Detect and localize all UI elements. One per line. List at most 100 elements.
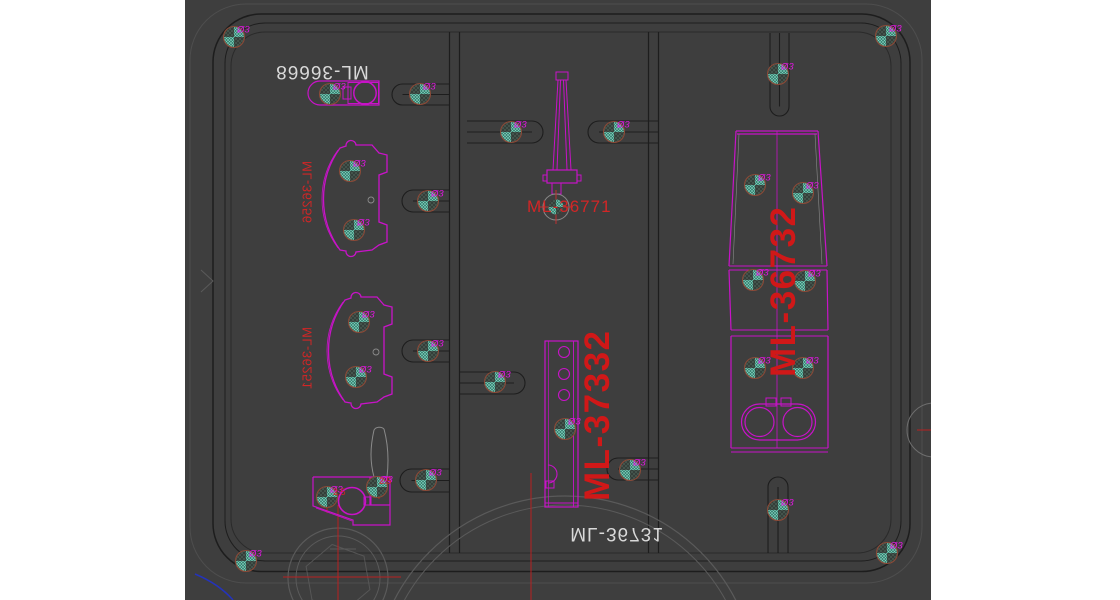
path [460,371,526,395]
part-label-ml-36732: ML-36732 [764,205,803,377]
quadrant-tr [803,357,814,368]
diameter-label: Ø3 [332,82,346,93]
target-ring [499,120,523,144]
slot [767,476,789,553]
right-edge-circle [906,402,931,458]
diameter-label: Ø3 [422,82,436,93]
quadrant-tr [803,182,814,193]
part-label-ml-36256: ML-36256 [300,161,315,224]
path [728,130,829,448]
quadrant-bl [417,201,428,212]
quadrant-tl [744,357,755,368]
quadrant-tl [415,469,426,480]
datum-target-icon: Ø3 [416,339,444,363]
datum-target-icon: Ø3 [344,365,372,389]
diameter-label: Ø3 [805,356,819,367]
quadrant-br [887,553,898,564]
quadrant-tl [500,121,511,132]
quadrant-tl [792,182,803,193]
quadrant-tl [792,357,803,368]
target-ring [483,370,507,394]
path [401,339,450,363]
target-ring [222,25,246,49]
diameter-label: Ø3 [755,268,769,279]
quadrant-bl [876,553,887,564]
quadrant-bl [223,37,234,48]
quadrant-br [359,322,370,333]
quadrant-bl [319,94,330,105]
quadrant-br [805,281,816,292]
quadrant-bl [603,132,614,143]
datum-target-icon: Ø3 [342,218,370,242]
quadrant-br [556,207,564,215]
quadrant-tl [744,174,755,185]
part-clamp-outline [326,291,393,410]
datum-target-icon: Ø3 [602,120,630,144]
diameter-label: Ø3 [888,24,902,35]
quadrant-tr [327,486,338,497]
plate-edge-3 [230,31,892,554]
quadrant-bl [875,36,886,47]
target-ring [743,356,767,380]
datum-target-icon: Ø3 [743,173,771,197]
large-arc-inner [404,504,726,600]
part-hole [782,406,813,438]
diameter-label: Ø3 [428,468,442,479]
datum-target-special-icon [539,190,573,224]
part-ml-36731-outline [312,426,391,526]
diameter-label: Ø3 [361,310,375,321]
blue-arc [194,573,234,600]
datum-target-icon: Ø3 [338,159,366,183]
path [767,476,789,553]
quadrant-tl [235,550,246,561]
quadrant-br [755,185,766,196]
target-ring [347,310,371,334]
quadrant-bl [500,132,511,143]
quadrant-tr [426,469,437,480]
quadrant-br [753,280,764,291]
part-label-ml-36771: ML-36771 [527,197,612,216]
quadrant-br [511,132,522,143]
datum-target-icon: Ø3 [875,541,903,565]
quadrant-br [803,193,814,204]
diameter-label: Ø3 [567,417,581,428]
quadrant-br [778,510,789,521]
part-notch [547,464,558,484]
quadrant-tr [428,190,439,201]
quadrant-br [428,351,439,362]
datum-target-icon: Ø3 [741,268,769,292]
target-ring [874,24,898,48]
diameter-label: Ø3 [329,485,343,496]
quadrant-br [886,36,897,47]
part-label-ml-37332: ML-37332 [578,329,617,501]
diameter-label: Ø3 [248,549,262,560]
quadrant-tl [339,160,350,171]
datum-target-icon: Ø3 [315,485,343,509]
path [606,457,658,481]
quadrant-bl [415,480,426,491]
quadrant-bl [619,470,630,481]
quadrant-tl [345,366,356,377]
datum-target-icon: Ø3 [553,417,581,441]
part-hole [353,81,377,105]
quadrant-tl [417,340,428,351]
quadrant-bl [484,382,495,393]
quadrant-br [428,201,439,212]
datum-target-icon: Ø3 [318,82,346,106]
quadrant-tr [556,199,564,207]
large-arc-outer [393,495,737,600]
path [552,79,572,171]
path [399,468,450,493]
datum-target-icon: Ø3 [365,475,393,499]
quadrant-bl [339,171,350,182]
quadrant-bl [348,322,359,333]
path [322,139,388,258]
quadrant-tr [887,542,898,553]
target-ring [318,82,342,106]
quadrant-tr [350,160,361,171]
path [401,189,450,213]
quadrant-br [420,94,431,105]
